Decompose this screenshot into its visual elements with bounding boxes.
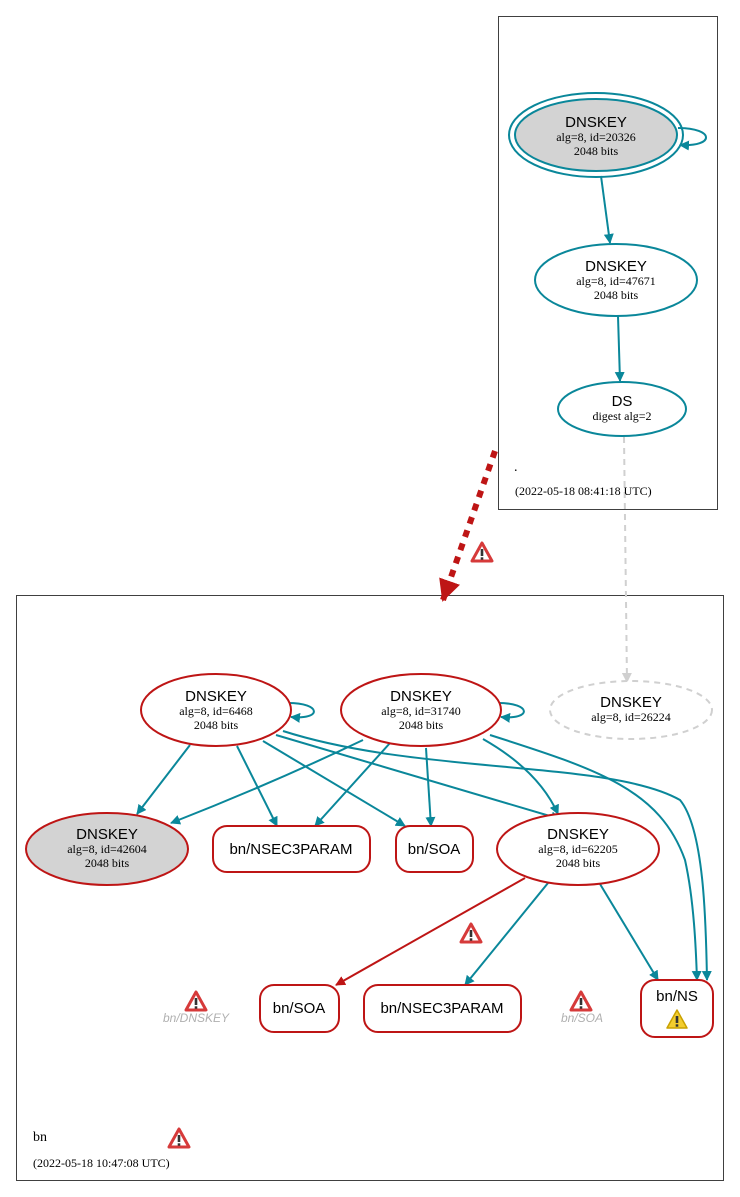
edge-ksk-zsk [600,175,614,244]
edge-ksk-self [677,127,707,151]
bn-soa-error-icon [569,990,593,1012]
bn-key-6468-title: DNSKEY [185,688,247,705]
bn-zone-warning-icon [167,1127,191,1149]
bn-key-26224-title: DNSKEY [600,694,662,711]
root-ksk-size: 2048 bits [574,144,619,158]
bn-key-26224-node[interactable]: DNSKEY alg=8, id=26224 [549,680,713,740]
root-ds-detail: digest alg=2 [592,409,651,423]
bn-soa-error-label: bn/SOA [561,1011,603,1025]
bn-key-31740-title: DNSKEY [390,688,452,705]
edge-31740-self [497,702,525,723]
edge-62205-soa2-warning-icon [459,922,483,944]
bn-key-62205-node[interactable]: DNSKEY alg=8, id=62205 2048 bits [496,812,660,886]
root-ds-title: DS [612,393,633,410]
bn-dnskey-error-node[interactable]: bn/DNSKEY [163,990,230,1025]
bn-key-62205-size: 2048 bits [556,856,601,870]
edge-31740-62205 [482,738,559,815]
edge-62205-soa2 [335,877,526,986]
edge-6468-self [287,702,315,723]
root-zone-timestamp: (2022-05-18 08:41:18 UTC) [515,484,652,498]
bn-key-42604-node[interactable]: DNSKEY alg=8, id=42604 2048 bits [25,812,189,886]
bn-dnskey-error-label: bn/DNSKEY [163,1011,230,1025]
edge-62205-ns [599,883,659,981]
edge-6468-62205 [275,734,561,822]
root-ksk-detail: alg=8, id=20326 [556,130,636,144]
bn-soa-node-1[interactable]: bn/SOA [395,825,474,873]
bn-dnskey-error-icon [184,990,208,1012]
edge-6468-nsec3param1 [236,745,278,827]
root-ds-node[interactable]: DS digest alg=2 [557,381,687,437]
bn-key-31740-node[interactable]: DNSKEY alg=8, id=31740 2048 bits [340,673,502,747]
root-zsk-title: DNSKEY [585,258,647,275]
edge-31740-ns [489,734,702,981]
bn-key-42604-size: 2048 bits [85,856,130,870]
edge-62205-nsec3param2 [464,882,549,986]
edge-31740-42604 [170,739,364,825]
edge-6468-soa1 [262,740,406,827]
bn-key-62205-title: DNSKEY [547,826,609,843]
bn-zone-box [16,595,724,1181]
edge-ds-key26224 [621,436,632,683]
edge-zsk-ds [614,315,625,382]
delegation-warning-icon [470,541,494,563]
bn-ns-label: bn/NS [656,988,698,1005]
bn-nsec3param-label-1: bn/NSEC3PARAM [229,841,352,858]
bn-key-62205-detail: alg=8, id=62205 [538,842,618,856]
bn-key-6468-detail: alg=8, id=6468 [179,704,253,718]
bn-nsec3param-node-2[interactable]: bn/NSEC3PARAM [363,984,522,1033]
root-ksk-node[interactable]: DNSKEY alg=8, id=20326 2048 bits [508,92,684,178]
bn-soa-node-2[interactable]: bn/SOA [259,984,340,1033]
bn-key-6468-size: 2048 bits [194,718,239,732]
bn-key-42604-detail: alg=8, id=42604 [67,842,147,856]
bn-ns-node[interactable]: bn/NS [640,979,714,1038]
bn-zone-timestamp: (2022-05-18 10:47:08 UTC) [33,1156,170,1170]
bn-zone-name: bn [33,1130,47,1145]
delegation-edge [439,450,498,602]
edge-31740-soa1 [425,747,436,827]
bn-key-26224-detail: alg=8, id=26224 [591,710,671,724]
root-zsk-detail: alg=8, id=47671 [576,274,656,288]
root-zone-name: . [514,460,518,475]
root-zone-box [498,16,718,510]
bn-soa-label-1: bn/SOA [408,841,461,858]
bn-key-42604-title: DNSKEY [76,826,138,843]
bn-soa-error-node[interactable]: bn/SOA [561,990,603,1025]
bn-nsec3param-node-1[interactable]: bn/NSEC3PARAM [212,825,371,873]
root-zsk-node[interactable]: DNSKEY alg=8, id=47671 2048 bits [534,243,698,317]
bn-nsec3param-label-2: bn/NSEC3PARAM [380,1000,503,1017]
root-ksk-title: DNSKEY [565,114,627,131]
root-zsk-size: 2048 bits [594,288,639,302]
edge-6468-ns [282,730,712,981]
bn-key-6468-node[interactable]: DNSKEY alg=8, id=6468 2048 bits [140,673,292,747]
edge-31740-nsec3param1 [314,742,391,827]
edge-6468-42604 [136,744,191,815]
bn-key-31740-detail: alg=8, id=31740 [381,704,461,718]
bn-key-31740-size: 2048 bits [399,718,444,732]
bn-soa-label-2: bn/SOA [273,1000,326,1017]
